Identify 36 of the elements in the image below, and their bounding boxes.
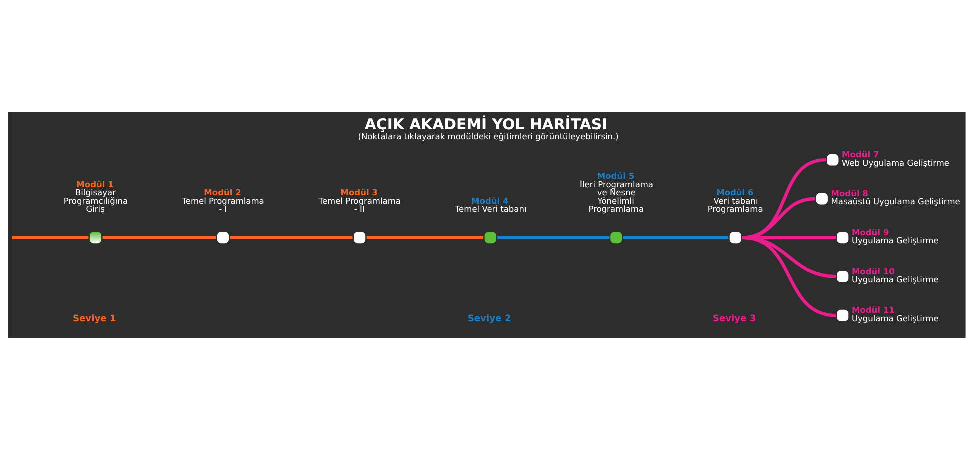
node-label: Modül 3 xyxy=(340,188,378,198)
node-label: Modül 11 xyxy=(852,305,895,316)
connector xyxy=(230,236,353,240)
node-label: Web Uygulama Geliştirme xyxy=(842,158,950,168)
node-label: Modül 6 xyxy=(716,188,754,198)
node-label: Modül 8 xyxy=(831,188,868,198)
node-label: İleri Programlama ve Nesne Yönelimli Programlama xyxy=(580,179,654,214)
node-label: Modül 2 xyxy=(204,188,242,198)
connector xyxy=(742,236,836,278)
connector xyxy=(742,236,836,240)
label: Seviye 1 xyxy=(72,314,116,324)
connector xyxy=(12,236,89,240)
label: Seviye 2 xyxy=(468,314,512,324)
node-label: Masaüstü Uygulama Geliştirme xyxy=(831,196,960,207)
connector xyxy=(498,236,610,240)
caption: (Noktalara tıklayarak modüldeki eğitimleri görüntüleyebilirsin.) xyxy=(358,131,619,142)
diagram-title: AÇIK AKADEMİ YOL HARİTASI xyxy=(364,116,608,134)
connector xyxy=(742,236,836,318)
node-label: Modül 1 xyxy=(76,179,114,190)
node-label: Temel Programlama - I xyxy=(182,196,264,214)
node-label: Modül 9 xyxy=(852,227,890,238)
node-label: Bilgisayar Programcılığına Giriş xyxy=(64,188,128,214)
node-label: Temel Veri tabanı xyxy=(455,204,527,214)
node-label: Modül 7 xyxy=(842,150,880,160)
node-label: Uygulama Geliştirme xyxy=(852,236,939,246)
node-label: Veri tabanı Programlama xyxy=(708,196,764,214)
node-label: Modül 4 xyxy=(472,196,509,206)
node-label: Uygulama Geliştirme xyxy=(852,274,939,285)
node-label: Temel Programlama - II xyxy=(318,196,401,214)
connector xyxy=(102,236,216,240)
node-label: Modül 5 xyxy=(597,171,635,182)
node-label: Uygulama Geliştirme xyxy=(852,313,939,324)
node-label: Modül 10 xyxy=(852,266,895,276)
label: Seviye 3 xyxy=(712,314,756,324)
connector xyxy=(366,236,484,240)
connector xyxy=(623,236,729,240)
